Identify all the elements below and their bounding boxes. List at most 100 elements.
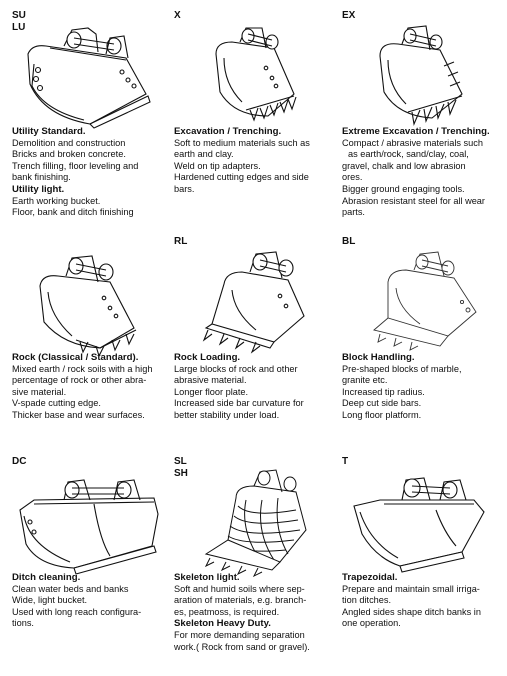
desc-line: aration of materials, e.g. branch-	[174, 595, 307, 606]
desc-line: Increased side bar curvature for	[174, 398, 304, 409]
bucket-description: Utility Standard. Demolition and constru…	[12, 126, 164, 219]
desc-line: Trench filling, floor leveling and	[12, 160, 139, 171]
bucket-code: DC	[12, 456, 26, 468]
bucket-code: BL	[342, 236, 355, 248]
excavation-bucket-drawing	[176, 24, 326, 124]
bucket-code: X	[174, 10, 181, 22]
utility-bucket-drawing	[14, 24, 164, 124]
code-rl: RL	[174, 236, 188, 247]
bucket-description: Excavation / Trenching. Soft to medium m…	[174, 126, 332, 196]
desc-line: Clean water beds and banks	[12, 583, 129, 594]
bucket-title: Trapezoidal.	[342, 572, 398, 583]
desc-line: Large blocks of rock and other	[174, 363, 298, 374]
block-handling-bucket-drawing	[344, 250, 494, 350]
desc-line: Mixed earth / rock soils with a high	[12, 363, 153, 374]
desc-line: V-spade cutting edge.	[12, 398, 101, 409]
bucket-code: T	[342, 456, 348, 468]
bucket-description: Ditch cleaning. Clean water beds and ban…	[12, 572, 164, 630]
bucket-code: RL	[174, 236, 187, 248]
code-bl: BL	[342, 236, 356, 247]
bucket-title: Rock Loading.	[174, 352, 241, 363]
ditch-cleaning-bucket-drawing	[14, 470, 164, 570]
rock-bucket-drawing	[14, 250, 164, 350]
desc-line: Weld on tip adapters.	[174, 160, 261, 171]
rock-loading-bucket-drawing	[176, 250, 326, 350]
code-sh: SH	[174, 468, 188, 479]
desc-line: Abrasion resistant steel for all wear	[342, 195, 485, 206]
desc-line: Pre-shaped blocks of marble,	[342, 363, 462, 374]
desc-line: Angled sides shape ditch banks in	[342, 606, 481, 617]
bucket-title: Rock (Classical / Standard).	[12, 352, 139, 363]
skeleton-bucket-drawing	[176, 470, 326, 570]
bucket-cell-bl: BL Block Handling. Pre-shaped blocks of …	[336, 234, 502, 454]
bucket-subtitle: Utility light.	[12, 183, 65, 195]
bucket-subtitle: Skeleton Heavy Duty.	[174, 618, 271, 630]
desc-line: Deep cut side bars.	[342, 398, 422, 409]
bucket-cell-sl-sh: SL SH Skeleton light. Soft and humid soi…	[168, 454, 336, 670]
bucket-title: Extreme Excavation / Trenching.	[342, 126, 490, 137]
desc-line: Floor, bank and ditch finishing	[12, 207, 134, 218]
bucket-cell-su-lu: SU LU Utility Standard. Demolition and c…	[6, 8, 168, 234]
bucket-description: Rock Loading. Large blocks of rock and o…	[174, 352, 332, 422]
bucket-description: Rock (Classical / Standard). Mixed earth…	[12, 352, 164, 422]
bucket-code: SU LU	[12, 10, 26, 34]
desc-line: as earth/rock, sand/clay, coal,	[348, 149, 469, 160]
desc-line: Compact / abrasive materials such	[342, 137, 483, 148]
bucket-title: Excavation / Trenching.	[174, 126, 282, 137]
code-su: SU	[12, 10, 26, 21]
desc-line: Soft and humid soils where sep-	[174, 583, 305, 594]
desc-line: Hardened cutting edges and side	[174, 172, 309, 183]
desc-line: ores.	[342, 172, 363, 183]
desc-line: For more demanding separation	[174, 629, 305, 640]
bucket-cell-t: T Trapezoidal. Prepare and maintain smal…	[336, 454, 502, 670]
code-dc: DC	[12, 456, 27, 467]
desc-line: Long floor platform.	[342, 409, 422, 420]
code-x: X	[174, 10, 181, 21]
bucket-title: Block Handling.	[342, 352, 415, 363]
desc-line: earth and clay.	[174, 149, 234, 160]
desc-line: granite etc.	[342, 375, 388, 386]
bucket-catalog-grid: SU LU Utility Standard. Demolition and c…	[6, 8, 502, 670]
desc-line: sive material.	[12, 386, 67, 397]
desc-line: Thicker base and wear surfaces.	[12, 409, 145, 420]
desc-line: Increased tip radius.	[342, 386, 425, 397]
desc-line: gravel, chalk and low abrasion	[342, 160, 466, 171]
desc-line: bank finishing.	[12, 172, 71, 183]
desc-line: Bricks and broken concrete.	[12, 149, 126, 160]
desc-line: parts.	[342, 207, 365, 218]
bucket-cell-dc: DC Ditch cleaning. Clean water beds and …	[6, 454, 168, 670]
code-t: T	[342, 456, 349, 467]
desc-line: one operation.	[342, 618, 401, 629]
desc-line: tion ditches.	[342, 595, 392, 606]
desc-line: Earth working bucket.	[12, 195, 101, 206]
bucket-cell-x: X Excavation / Trenching. Soft to medium…	[168, 8, 336, 234]
bucket-title: Skeleton light.	[174, 572, 240, 583]
desc-line: Prepare and maintain small irriga-	[342, 583, 480, 594]
desc-line: Demolition and construction	[12, 137, 126, 148]
bucket-cell-ex: EX Extreme Excavation / Trenching. Compa…	[336, 8, 502, 234]
code-sl: SL	[174, 456, 187, 467]
bucket-description: Block Handling. Pre-shaped blocks of mar…	[342, 352, 498, 422]
desc-line: Wide, light bucket.	[12, 595, 88, 606]
desc-line: bars.	[174, 183, 195, 194]
desc-line: Soft to medium materials such as	[174, 137, 310, 148]
bucket-code: SL SH	[174, 456, 188, 480]
bucket-description: Extreme Excavation / Trenching. Compact …	[342, 126, 498, 219]
desc-line: percentage of rock or other abra-	[12, 375, 147, 386]
bucket-code: EX	[342, 10, 355, 22]
bucket-description: Skeleton light. Soft and humid soils whe…	[174, 572, 332, 653]
desc-line: es, peatmoss, is required.	[174, 606, 280, 617]
bucket-cell-rock: Rock (Classical / Standard). Mixed earth…	[6, 234, 168, 454]
trapezoidal-bucket-drawing	[344, 470, 494, 570]
code-ex: EX	[342, 10, 356, 21]
extreme-excavation-bucket-drawing	[344, 24, 494, 124]
desc-line: Longer floor plate.	[174, 386, 249, 397]
desc-line: abrasive material.	[174, 375, 247, 386]
bucket-cell-rl: RL Rock Loading. Large blocks of rock an…	[168, 234, 336, 454]
desc-line: tions.	[12, 618, 34, 629]
code-lu: LU	[12, 22, 26, 33]
desc-line: Used with long reach configura-	[12, 606, 142, 617]
bucket-description: Trapezoidal. Prepare and maintain small …	[342, 572, 498, 630]
desc-line: better stability under load.	[174, 409, 280, 420]
bucket-title: Ditch cleaning.	[12, 572, 81, 583]
